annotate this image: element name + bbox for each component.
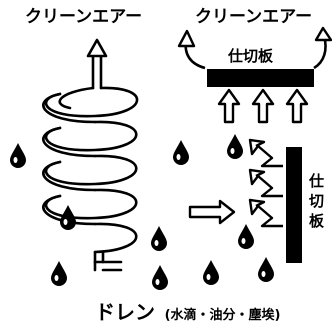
- droplet-icon: [10, 143, 26, 168]
- up-arrow-icon: [285, 88, 309, 124]
- up-arrow-icon: [86, 38, 108, 58]
- droplet-icon: [151, 226, 167, 251]
- droplet-icon: [258, 257, 274, 282]
- partition-plate-vertical: [286, 147, 302, 263]
- droplet-icon: [227, 134, 243, 159]
- up-arrows-group: [217, 88, 309, 124]
- partition-label-top: 仕切板: [227, 47, 274, 65]
- droplet-icon: [173, 140, 189, 165]
- right-arrow-icon: [188, 199, 236, 225]
- clean-air-label-left: クリーンエアー: [25, 7, 142, 27]
- drain-main-text: ドレン: [95, 300, 155, 324]
- up-arrow-icon: [251, 88, 275, 124]
- angled-arrow-icon: [248, 138, 283, 168]
- droplet-icon: [203, 260, 219, 285]
- clean-air-label-right: クリーンエアー: [195, 7, 312, 27]
- curved-arrow-left-head: [177, 29, 196, 48]
- up-arrow-icon: [217, 88, 241, 124]
- partition-label-side-2: 切: [309, 192, 324, 210]
- cyclone-spiral: [42, 50, 139, 272]
- deflected-arrows-group: [248, 138, 283, 228]
- droplet-icon: [60, 205, 76, 230]
- curved-arrow-right-head: [314, 26, 332, 42]
- droplet-icon: [238, 224, 254, 249]
- partition-label-side-3: 板: [309, 212, 325, 230]
- drain-label: ドレン (水滴・油分・塵埃): [95, 300, 280, 324]
- droplet-icon: [152, 265, 168, 290]
- partition-label-side-1: 仕: [308, 172, 324, 190]
- droplet-icon: [51, 261, 67, 286]
- drain-detail-text: (水滴・油分・塵埃): [165, 307, 281, 323]
- angled-arrow-icon: [248, 168, 283, 198]
- angled-arrow-icon: [248, 198, 283, 228]
- partition-plate-horizontal: [207, 69, 314, 87]
